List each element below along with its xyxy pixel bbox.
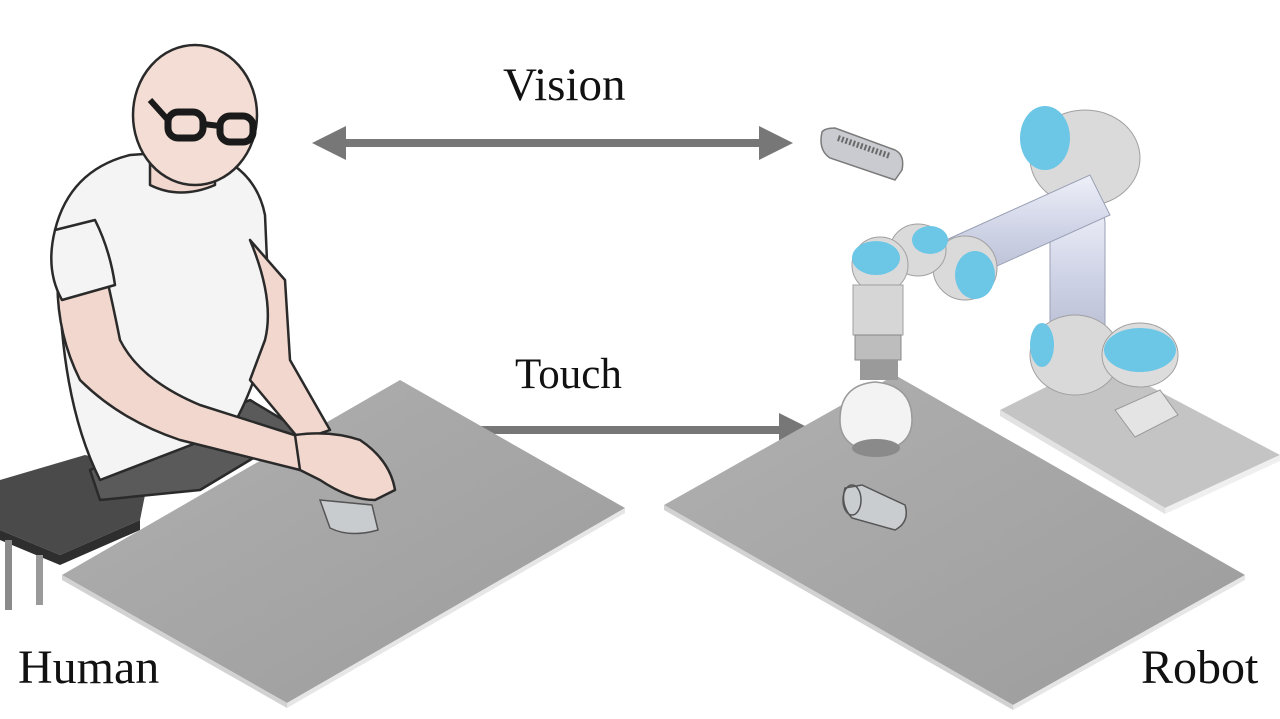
vision-label: Vision bbox=[503, 59, 626, 111]
robot-cup bbox=[842, 484, 907, 531]
camera-sensor bbox=[820, 127, 904, 181]
vision-arrow bbox=[312, 126, 793, 160]
robot-table bbox=[664, 375, 1245, 710]
touch-label: Touch bbox=[515, 351, 622, 398]
robot-base-plate bbox=[1000, 360, 1280, 514]
robot-label: Robot bbox=[1141, 641, 1259, 694]
human-label: Human bbox=[18, 641, 160, 694]
robot-arm bbox=[839, 106, 1179, 457]
human-table bbox=[62, 380, 625, 708]
human-cup bbox=[318, 499, 379, 535]
human-figure bbox=[50, 43, 397, 502]
